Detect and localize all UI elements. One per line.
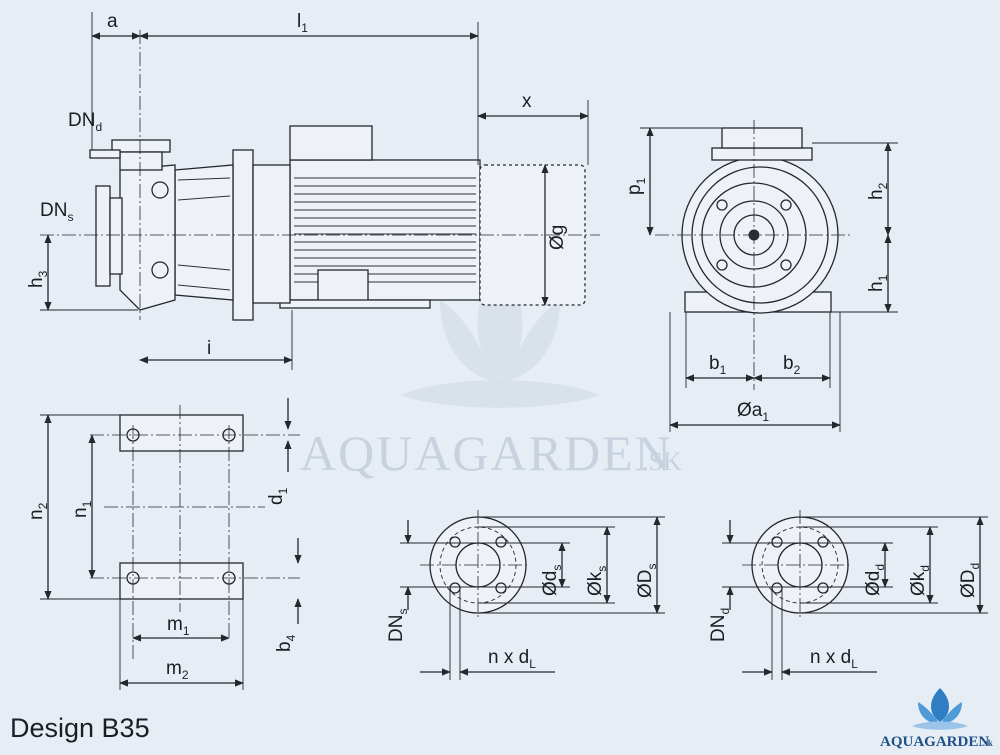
label-h3: h3 <box>26 270 50 288</box>
base-foot-bottom <box>119 562 244 600</box>
label-dnd2: DNd <box>708 608 732 642</box>
label-a1: Øa1 <box>737 400 769 424</box>
label-b1: b1 <box>709 353 727 377</box>
motor-base <box>279 299 431 309</box>
label-ks: Øks <box>585 566 609 596</box>
casing-bolt-top <box>151 181 169 199</box>
lotus-icon <box>912 688 968 730</box>
label-ndl-d: n x dL <box>810 647 858 671</box>
label-n2: n2 <box>26 502 50 520</box>
label-x: x <box>522 91 532 112</box>
label-p1: p1 <box>624 177 648 195</box>
label-b2: b2 <box>783 353 801 377</box>
brand-logo: AQUAGARDEN .sk <box>880 688 993 750</box>
suction-neck <box>109 197 123 275</box>
suction-flange-detail: Øds Øks ØDs DNs n x dL <box>386 510 665 680</box>
front-bolt-3 <box>716 259 728 271</box>
watermark-text: AQUAGARDEN <box>300 425 673 481</box>
label-a: a <box>107 11 118 32</box>
front-view-dimensions: p1 h2 h1 b1 b2 Øa1 <box>624 127 898 432</box>
logo-text: AQUAGARDEN <box>880 734 989 750</box>
front-discharge-top <box>721 127 803 149</box>
lantern <box>174 164 234 301</box>
lantern-ribs <box>177 177 231 291</box>
label-i: i <box>207 338 211 359</box>
pump-front-view <box>655 120 850 390</box>
front-discharge-flange <box>711 147 813 161</box>
label-m1: m1 <box>167 614 190 638</box>
base-plate-view <box>90 405 300 660</box>
watermark: AQUAGARDEN .SK <box>300 260 682 481</box>
label-h1: h1 <box>866 274 890 292</box>
discharge-flange-edge <box>89 149 121 159</box>
suction-hole-2 <box>495 536 507 548</box>
casing-bolt-bottom <box>151 261 169 279</box>
suction-hole-3 <box>449 582 461 594</box>
label-h2: h2 <box>866 182 890 200</box>
label-dn-s: DNs <box>40 200 73 224</box>
front-bolt-4 <box>780 259 792 271</box>
discharge-neck <box>119 151 163 171</box>
discharge-hole-3 <box>771 582 783 594</box>
suction-hole-4 <box>495 582 507 594</box>
label-dd: Ødd <box>863 564 887 596</box>
label-d1: d1 <box>266 487 290 505</box>
logo-suffix: .sk <box>982 738 993 748</box>
discharge-flange-detail: Ødd Økd ØDd DNd n x dL <box>708 510 988 680</box>
label-dns2: DNs <box>386 609 410 642</box>
label-g: Øg <box>547 225 568 250</box>
label-Dd: ØDd <box>958 563 982 598</box>
label-Ds: ØDs <box>635 564 659 599</box>
suction-flange <box>95 185 111 287</box>
label-b4: b4 <box>274 634 298 652</box>
discharge-hole-4 <box>817 582 829 594</box>
label-ndl-s: n x dL <box>488 647 536 671</box>
terminal-box <box>289 125 373 161</box>
suction-hole-1 <box>449 536 461 548</box>
motor-foot <box>317 269 369 305</box>
discharge-flange <box>111 139 171 153</box>
watermark-suffix: .SK <box>642 447 682 476</box>
front-bolt-2 <box>780 199 792 211</box>
base-plate-dimensions: n2 n1 d1 b4 m1 m2 <box>26 398 302 690</box>
design-caption: Design B35 <box>10 713 150 743</box>
base-foot-top <box>119 414 244 452</box>
label-m2: m2 <box>166 658 189 682</box>
label-n1: n1 <box>70 500 94 518</box>
label-kd: Økd <box>908 565 932 596</box>
discharge-hole-2 <box>817 536 829 548</box>
motor-adapter <box>252 164 291 304</box>
front-bolt-1 <box>716 199 728 211</box>
discharge-hole-1 <box>771 536 783 548</box>
label-ds: Øds <box>540 565 564 596</box>
label-dn-d: DNd <box>68 110 102 134</box>
label-l1: l1 <box>297 11 308 35</box>
side-view-dimensions: a l1 x DNd DNs h3 Øg i <box>26 11 589 370</box>
pump-side-view <box>40 30 600 321</box>
